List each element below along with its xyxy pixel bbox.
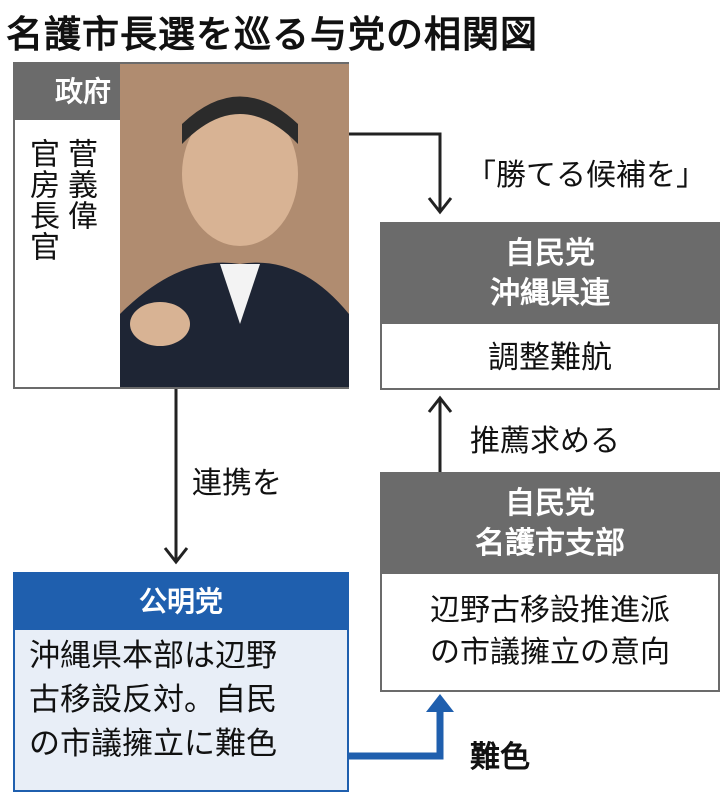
ldp-nago-header-line1: 自民党 (505, 486, 595, 521)
ldp-okinawa-header-line1: 自民党 (505, 236, 595, 271)
komeito-body-line2: 古移設反対。自民 (29, 682, 277, 718)
komeito-body-line1: 沖縄県本部は辺野 (29, 638, 277, 674)
label-komei-to-nago: 難色 (470, 740, 530, 775)
ldp-nago-header: 自民党 名護市支部 (382, 474, 718, 574)
ldp-nago-body: 辺野古移設推進派 の市議擁立の意向 (382, 590, 718, 674)
komeito-box: 公明党 沖縄県本部は辺野 古移設反対。自民 の市議擁立に難色 (13, 572, 349, 792)
diagram-title: 名護市長選を巡る与党の相関図 (6, 13, 538, 56)
arrowhead-gov-to-ldp (427, 197, 453, 215)
arrow-gov-to-ldp (349, 132, 442, 212)
ldp-nago-body-line1: 辺野古移設推進派 (430, 593, 670, 628)
ldp-okinawa-header: 自民党 沖縄県連 (382, 224, 718, 324)
official-name: 菅義偉 (62, 138, 97, 231)
ldp-nago-header-line2: 名護市支部 (475, 526, 625, 561)
official-photo (120, 64, 349, 387)
arrowhead-komei-to-nago (426, 694, 454, 712)
ldp-nago-body-line2: の市議擁立の意向 (430, 635, 670, 670)
ldp-nago-box: 自民党 名護市支部 辺野古移設推進派 の市議擁立の意向 (380, 472, 720, 692)
label-gov-to-ldp: 「勝てる候補を」 (466, 158, 706, 193)
komeito-body: 沖縄県本部は辺野 古移設反対。自民 の市議擁立に難色 (29, 634, 339, 766)
label-gov-to-komei: 連携を (192, 466, 282, 501)
person-illustration (120, 64, 349, 387)
komeito-header: 公明党 (15, 574, 347, 630)
ldp-okinawa-header-line2: 沖縄県連 (490, 276, 610, 311)
komeito-body-line3: の市議擁立に難色 (29, 726, 277, 762)
ldp-okinawa-status: 調整難航 (488, 340, 612, 376)
arrow-komei-to-nago (349, 706, 444, 760)
label-nago-to-okinawa: 推薦求める (470, 424, 620, 459)
ldp-okinawa-box: 自民党 沖縄県連 調整難航 (380, 222, 720, 390)
official-role: 官房長官 (24, 138, 59, 262)
arrowhead-nago-to-okinawa (427, 395, 453, 413)
government-box: 政府 菅義偉 官房長官 (13, 62, 349, 389)
arrowhead-gov-to-komei (163, 547, 189, 565)
